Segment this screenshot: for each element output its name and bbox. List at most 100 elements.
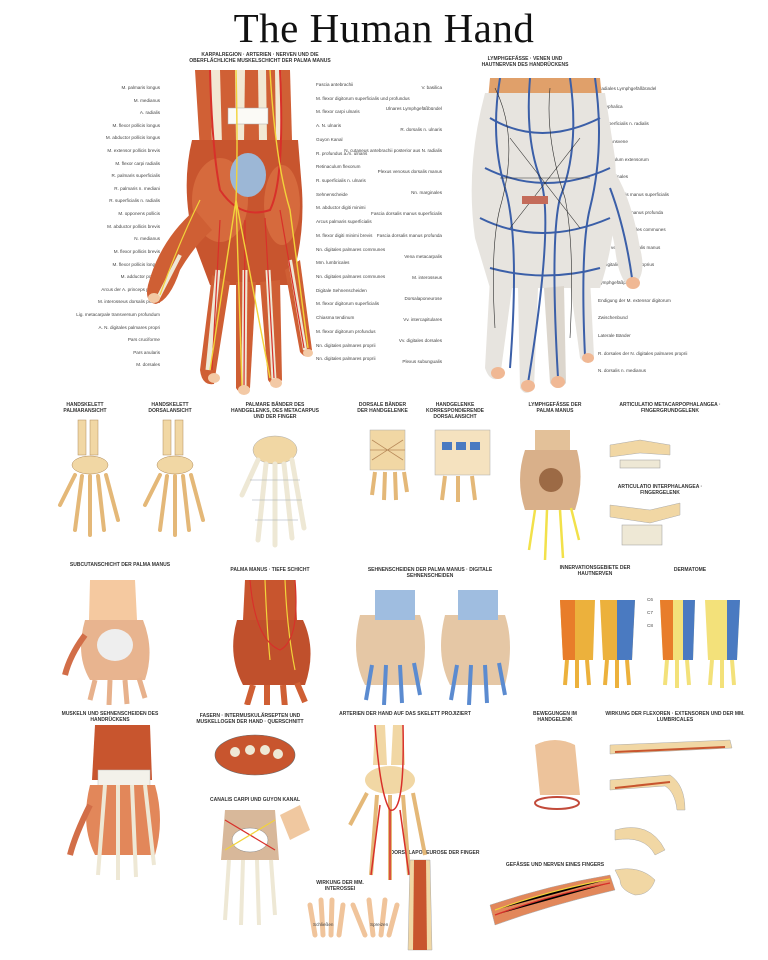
- dorsRight-label: Retinaculum extensorum: [598, 156, 649, 162]
- palmLeft-label: R. palmaris n. mediani: [114, 185, 160, 191]
- palmRight-label: M. flexor digitorum superficialis und pr…: [316, 95, 410, 101]
- row2-caption-4: DORSALE BÄNDER DER HANDGELENKE: [357, 402, 408, 414]
- row2-illustrations: [58, 419, 681, 561]
- interossei-label-spread: Spreizen: [370, 922, 389, 927]
- row3-caption-3: SEHNENSCHEIDEN DER PALMA MANUS · DIGITAL…: [367, 567, 493, 579]
- palmLeft-label: M. dorsales: [136, 362, 160, 368]
- palmLeft-label: M. flexor pollicis brevis: [113, 248, 160, 254]
- palmLeft-label: N. medianus: [134, 236, 160, 242]
- row4-caption-2: FASERN · INTERMUSKULÄRSEPTEN UND MUSKELL…: [196, 713, 304, 725]
- palmLeft-label: R. palmaris superficialis: [111, 173, 160, 179]
- row4-caption-8: DORSALAPONEUROSE DER FINGER: [390, 850, 480, 856]
- dorsRight-label: Fascia dorsalis manus superficialis: [598, 191, 669, 197]
- dorsRight-label: R. superficialis n. radialis: [598, 121, 649, 127]
- dorsLeft-label: V. basilica: [421, 85, 442, 90]
- palm-illustration: [147, 70, 313, 395]
- dorsLeft-label: N. cutaneus antebrachii posterior aus N.…: [344, 148, 442, 154]
- palmLeft-label: M. interosseus dorsalis primus: [97, 299, 160, 305]
- row3-caption-4: INNERVATIONSGEBIETE DER HAUTNERVEN: [559, 565, 631, 577]
- palmRight-label: Nn. digitales palmares proprii: [316, 342, 376, 348]
- palmRight-label: M. abductor digiti minimi: [316, 205, 366, 211]
- palmLeft-label: M. abductor pollicis longus: [105, 135, 160, 141]
- palmRight-label: Sehnenscheide: [316, 191, 348, 197]
- palmRight-label: Mm. lumbricales: [316, 260, 350, 266]
- palmRight-label: A. N. ulnaris: [316, 123, 342, 129]
- palmRight-label: Digitale Sehnenscheiden: [316, 287, 367, 293]
- dorsRight-label: V. cephalica: [598, 103, 623, 109]
- row3-illustrations: [62, 579, 740, 705]
- row4-caption-3: CANALIS CARPI UND GUYON KANAL: [210, 797, 300, 803]
- row2-caption-6: LYMPHGEFÄSSE DER PALMA MANUS: [528, 402, 582, 414]
- row2-caption-7: ARTICULATIO METACARPOPHALANGEA · FINGERG…: [619, 402, 721, 414]
- dorsLeft-label: Vv. intercapitulares: [403, 316, 442, 322]
- row4-caption-7: WIRKUNG DER Mm. INTEROSSEI: [316, 880, 364, 892]
- interossei-label-close: Schließen: [313, 922, 334, 927]
- dorsLeft-label: Dorsalaponeurose: [404, 295, 442, 301]
- dorsRight-label: Zwischenbund: [598, 315, 628, 321]
- palmRight-label: R. superficialis n. ulnaris: [316, 178, 366, 183]
- row2-caption-2: HANDSKELETT DORSALANSICHT: [148, 402, 192, 414]
- palmRight-label: M. flexor carpi ulnaris: [316, 109, 360, 115]
- dorsLeft-label: Fascia dorsalis manus superficialis: [371, 211, 442, 217]
- palmRight-label: Nn. digitales palmares proprii: [316, 356, 376, 362]
- row3-caption-5: DERMATOME: [673, 567, 707, 573]
- dorsRight-label: Endigung der M. extensor digitorum: [598, 297, 671, 303]
- row2-caption-5: HANDGELENKE Korrespondierende Dorsalansi…: [425, 402, 485, 420]
- palmLeft-label: Pars anularis: [133, 349, 160, 355]
- palmRight-label: M. flexor digitorum profundus: [316, 328, 376, 334]
- palmRight-label: Retinaculum flexorum: [316, 164, 361, 170]
- palm-caption: KARPALREGION · ARTERIEN · NERVEN UND DIE…: [189, 52, 331, 64]
- poster-title: The Human Hand: [233, 5, 535, 51]
- dorsLeft-label: Plexus subungualis: [402, 358, 442, 364]
- dorsLeft-label: Ulnares Lymphgefäßbündel: [385, 106, 442, 112]
- palmLeft-label: R. superficialis n. radialis: [109, 198, 160, 204]
- row2-caption-3: PALMARE BÄNDER DES HANDGELENKS, DES META…: [231, 402, 319, 420]
- palmLeft-label: M. flexor pollicis longus: [112, 122, 161, 128]
- dorsLeft-label: Fascia dorsalis manus profunda: [376, 232, 442, 238]
- row4-illustrations: [67, 724, 733, 951]
- row4-caption-9: GEFÄSSE UND NERVEN EINES FINGERS: [505, 862, 605, 868]
- palmRight-label: M. flexor digitorum superficialis: [316, 301, 380, 307]
- dorsal-caption: LYMPHGEFÄSSE · VENEN UND HAUTNERVEN DES …: [481, 56, 569, 68]
- palmRight-label: Chiasma tendinum: [316, 315, 355, 321]
- palmLeft-label: M. palmaris longus: [121, 85, 160, 90]
- palmRight-label: R. profundus a./n. ulnaris: [316, 150, 368, 156]
- dorsRight-label: N. dorsalis n. medianus: [598, 368, 647, 374]
- row4-caption-1: MUSKELN UND SEHNENSCHEIDEN DES HANDRÜCKE…: [61, 711, 159, 723]
- dorsLeft-label: Plexus venosus dorsalis manus: [377, 169, 442, 175]
- palmRight-label: Guyon Kanal: [316, 136, 343, 142]
- palmLeft-label: M. adductor pollicis: [120, 274, 160, 280]
- dorsRight-label: R. dorsales der N. digitales palmares pr…: [598, 350, 688, 356]
- dorsal-illustration: [471, 78, 643, 393]
- row3-caption-2: PALMA MANUS · TIEFE SCHICHT: [230, 567, 310, 573]
- row3-caption-1: SUBCUTANSCHICHT DER PALMA MANUS: [69, 562, 171, 568]
- palmLeft-label: A. radialis: [139, 110, 160, 116]
- palmLeft-label: M. opponens pollicis: [118, 211, 160, 217]
- dorsLeft-label: R. dorsalis n. ulnaris: [400, 127, 442, 133]
- palmLeft-label: Pars cruciforme: [127, 337, 160, 343]
- palmLeft-label: M. flexor carpi radialis: [115, 160, 160, 166]
- dorsLeft-label: Vena metacarpalis: [404, 253, 442, 259]
- palmLeft-label: M. medianus: [133, 97, 160, 103]
- dorsRight-label: Lymphgefäßplexus: [598, 280, 637, 286]
- dermatome-label-c7: C7: [647, 610, 653, 615]
- palmLeft-label: A. N. digitales palmares propri: [98, 324, 160, 330]
- palmLeft-label: M. extensor pollicis brevis: [107, 148, 160, 154]
- dermatome-label-c6: C6: [647, 597, 653, 602]
- row4-caption-5: BEWEGUNGEN IM HANDGELENK: [533, 711, 577, 723]
- palmLeft-label: Lig. metacarpale transversum profundum: [76, 311, 160, 317]
- dorsRight-label: Radiales Lymphgefäßbündel: [598, 86, 657, 91]
- row2-caption-8: ARTICULATIO INTERPHALANGEA · FINGERGELEN…: [617, 484, 703, 496]
- palmLeft-label: Arcus der A. princeps pollicis: [101, 286, 160, 292]
- dermatome-label-c8: C8: [647, 623, 653, 628]
- row4-caption-6: WIRKUNG DER FLEXOREN · EXTENSOREN UND DE…: [605, 711, 745, 723]
- dorsLeft-label: M. interosseus: [412, 274, 442, 280]
- palmRight-label: Arcus palmaris superficialis: [316, 219, 372, 225]
- dorsRight-label: Perforansvene: [598, 138, 628, 144]
- row2-caption-1: HANDSKELETT PALMARANSICHT: [63, 402, 107, 414]
- dorsLeft-label: Vv. digitales dorsales: [398, 337, 442, 343]
- palmRight-label: M. flexor digiti minimi brevis: [316, 232, 373, 238]
- palmRight-label: Nn. digitales palmares communes: [316, 274, 386, 279]
- palmRight-label: Fascia antebrachii: [316, 82, 354, 87]
- dorsRight-label: Laterale Bänder: [598, 333, 631, 339]
